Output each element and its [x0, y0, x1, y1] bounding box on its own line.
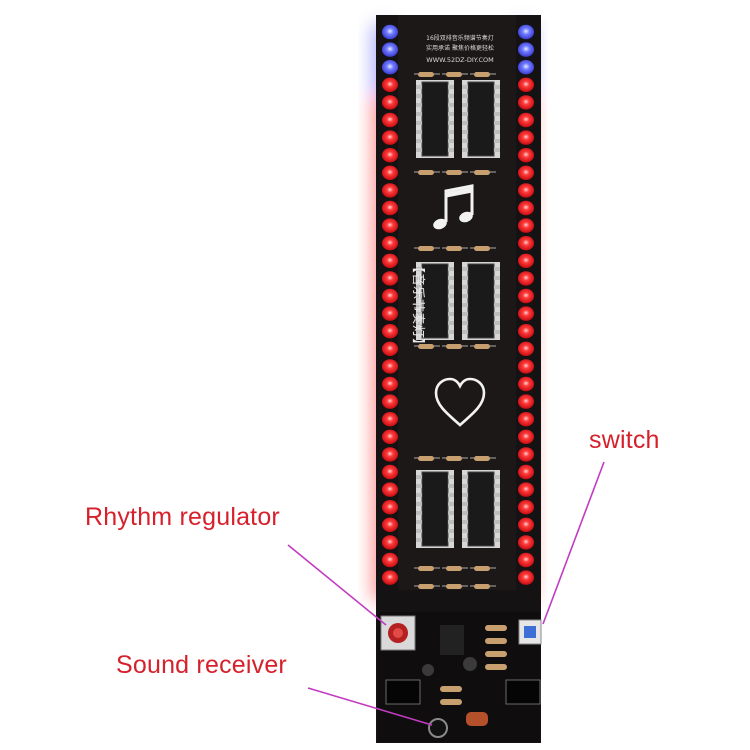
led	[382, 359, 398, 374]
led	[518, 535, 534, 550]
ic-chip	[416, 80, 454, 158]
ic-chip	[462, 80, 500, 158]
led	[518, 165, 534, 180]
led	[382, 253, 398, 268]
led	[382, 464, 398, 480]
ic-chip	[416, 470, 454, 548]
led	[518, 376, 534, 392]
led	[518, 42, 534, 57]
led	[518, 271, 534, 286]
led	[382, 165, 398, 180]
led	[382, 447, 398, 462]
led	[382, 482, 398, 497]
pointer-switch	[542, 461, 605, 625]
led	[382, 429, 398, 444]
led	[518, 59, 534, 75]
led	[518, 130, 534, 145]
led	[518, 412, 534, 427]
led	[518, 77, 534, 93]
led	[382, 183, 398, 198]
led	[382, 376, 398, 392]
led	[382, 535, 398, 550]
led	[518, 500, 534, 515]
led	[518, 253, 534, 268]
led	[382, 500, 398, 515]
led	[382, 236, 398, 251]
led	[382, 218, 398, 233]
led	[382, 341, 398, 356]
led	[518, 447, 534, 462]
board-side-text: 【音乐节奏灯】	[410, 260, 426, 351]
led	[518, 341, 534, 356]
board-header-line1: 16段双排音乐频谱节奏灯	[426, 34, 494, 42]
led	[518, 112, 534, 128]
led	[382, 394, 398, 409]
led	[382, 24, 398, 40]
pointer-rhythm	[287, 544, 387, 626]
led	[382, 570, 398, 585]
led	[518, 306, 534, 321]
led	[518, 482, 534, 497]
bottom-circuit	[378, 612, 542, 742]
sound-receiver-microphone	[428, 718, 448, 738]
resistor-rows	[414, 72, 496, 589]
rhythm-regulator-label: Rhythm regulator	[85, 503, 280, 531]
led	[518, 236, 534, 251]
led	[382, 288, 398, 304]
led	[518, 570, 534, 585]
music-note-icon	[433, 184, 474, 230]
led	[518, 148, 534, 163]
led	[518, 95, 534, 110]
board-website: WWW.52DZ-DIY.COM	[426, 56, 493, 64]
led	[382, 271, 398, 286]
callout-pointers	[287, 461, 605, 726]
led	[518, 200, 534, 216]
led	[518, 429, 534, 444]
led	[518, 183, 534, 198]
led	[518, 394, 534, 409]
led	[382, 59, 398, 75]
led	[382, 200, 398, 216]
led	[518, 24, 534, 40]
led	[382, 324, 398, 339]
led-column-left	[382, 24, 398, 585]
ic-chip	[416, 262, 454, 340]
led-column-right	[518, 24, 534, 585]
ic-chip	[462, 262, 500, 340]
led	[382, 517, 398, 532]
led	[518, 218, 534, 233]
led	[382, 306, 398, 321]
led	[382, 77, 398, 93]
led	[382, 112, 398, 128]
led	[382, 95, 398, 110]
led	[518, 359, 534, 374]
board-header-line2: 实用承诺 聚焦价格更轻松	[426, 44, 494, 52]
led	[518, 552, 534, 568]
ic-chip	[462, 470, 500, 548]
led	[518, 517, 534, 532]
sound-receiver-label: Sound receiver	[116, 651, 287, 679]
led	[382, 42, 398, 57]
ic-chips	[416, 80, 500, 548]
led	[518, 288, 534, 304]
heart-icon	[434, 377, 486, 427]
led	[382, 148, 398, 163]
led	[382, 552, 398, 568]
led	[518, 324, 534, 339]
led	[382, 412, 398, 427]
led	[518, 464, 534, 480]
pointer-sound	[307, 687, 433, 726]
led	[382, 130, 398, 145]
switch-label: switch	[589, 426, 660, 454]
